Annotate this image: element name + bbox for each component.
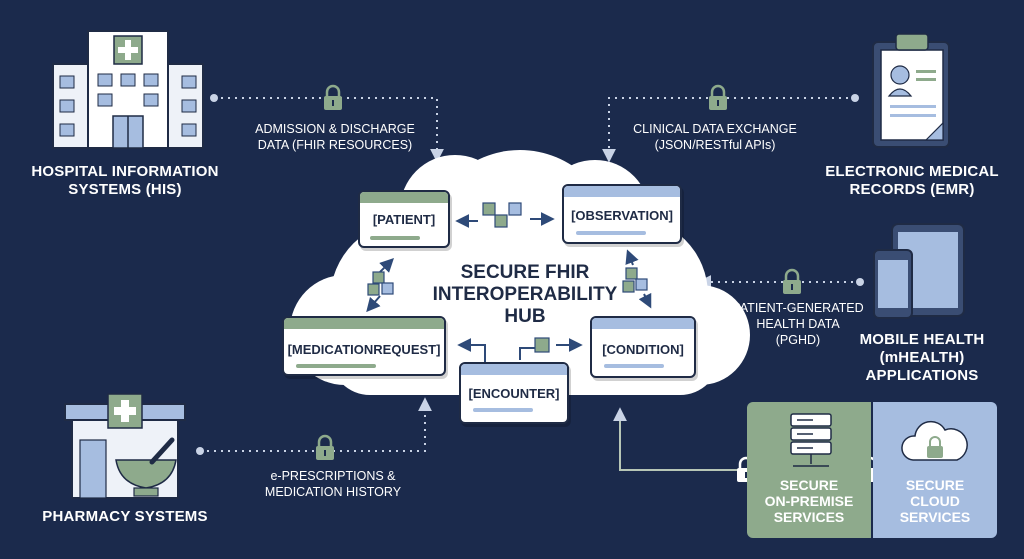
cloud-lock-icon bbox=[901, 420, 968, 461]
mobile-devices-icon bbox=[873, 223, 965, 319]
connector-pharmacy bbox=[200, 397, 432, 452]
pharmacy-icon bbox=[64, 393, 186, 499]
server-icon bbox=[790, 413, 832, 467]
resource-card-observation[interactable]: [OBSERVATION] bbox=[562, 184, 682, 244]
clipboard-icon bbox=[872, 33, 950, 148]
resource-card-condition[interactable]: [CONDITION] bbox=[590, 316, 696, 378]
resource-card-medication-request[interactable]: [MEDICATIONREQUEST] bbox=[282, 316, 446, 376]
connector-emr bbox=[602, 97, 855, 163]
label-mhealth: MOBILE HEALTH(mHEALTH)APPLICATIONS bbox=[859, 331, 985, 384]
resource-card-patient[interactable]: [PATIENT] bbox=[358, 190, 450, 248]
cube-icon bbox=[367, 202, 648, 353]
flow-label-pharmacy: e-PRESCRIPTIONS &MEDICATION HISTORY bbox=[264, 469, 402, 499]
connector-services bbox=[613, 407, 746, 471]
flow-label-emr: CLINICAL DATA EXCHANGE(JSON/RESTful APIs… bbox=[633, 122, 797, 152]
resource-card-encounter[interactable]: [ENCOUNTER] bbox=[459, 362, 569, 424]
hospital-icon bbox=[52, 30, 204, 149]
label-pharmacy: PHARMACY SYSTEMS bbox=[42, 508, 208, 525]
